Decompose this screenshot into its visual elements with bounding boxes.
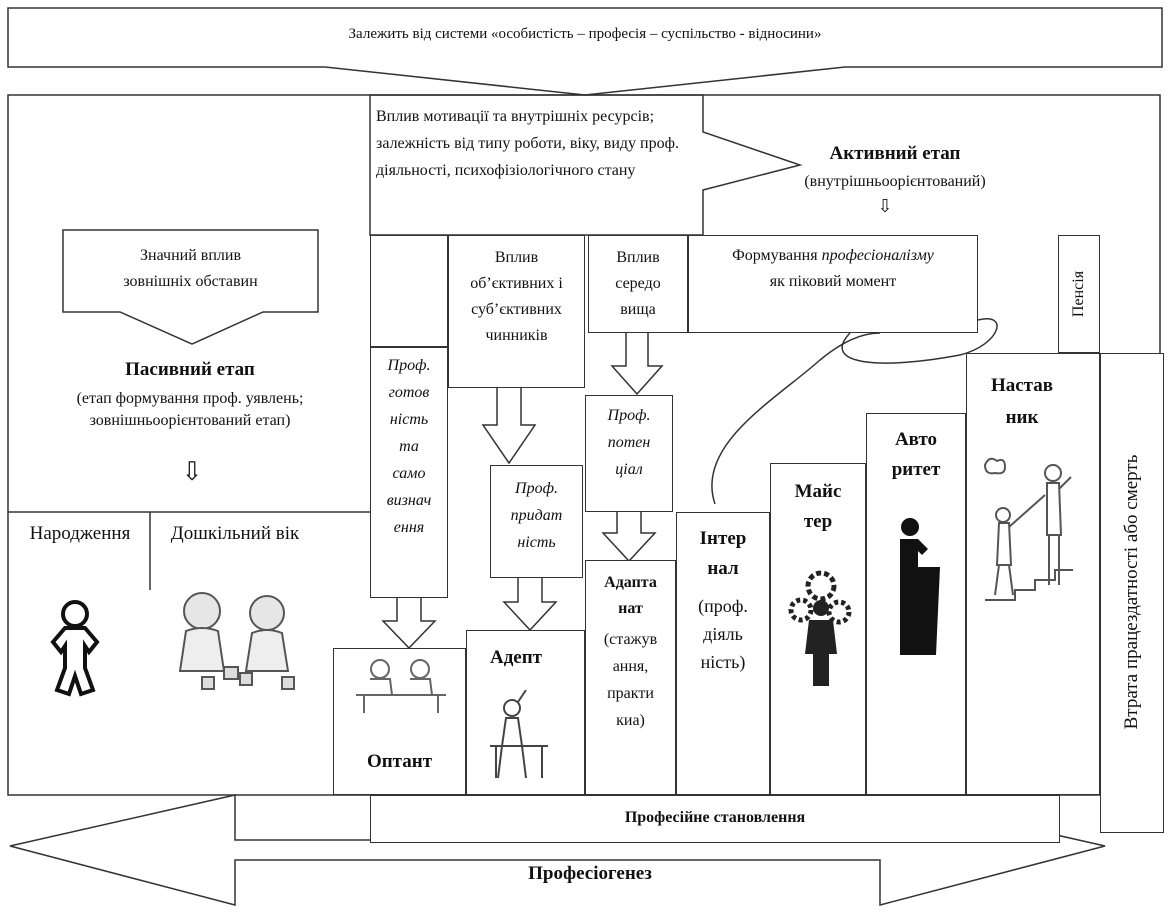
potential-text: Проф. потен ціал (607, 407, 651, 478)
curve-to-mentor (841, 318, 998, 364)
motivation-text: Вплив мотивації та внутрішніх ресурсів; … (376, 108, 679, 179)
environment-influence-text: Вплив середо вища (615, 249, 661, 318)
baby-icon (50, 600, 100, 697)
suitability-text: Проф. придат ність (510, 480, 563, 551)
arrow-potential-adaptant (601, 512, 657, 563)
student-raising-hand-icon (490, 690, 548, 779)
potential-box (585, 395, 673, 512)
master-label: Майс тер (794, 481, 842, 532)
professionalism-suffix: як піковий момент (769, 273, 897, 290)
mentor-label: Настав ник (990, 375, 1054, 428)
obj-subj-influence-text: Вплив об’єктивних і суб’єктивних чинникі… (470, 249, 563, 344)
mentor-stairs-icon (983, 457, 1073, 601)
loss-label: Втрата працездатності або смерть (1121, 454, 1142, 730)
adaptant-title: Адапта нат (604, 574, 657, 617)
school-desk-icon (356, 659, 446, 713)
genesis-double-arrow (9, 794, 1106, 906)
gear-worker-icon (788, 570, 852, 686)
obj-subj-influence-box (448, 235, 585, 388)
professionalism-prefix: Формування (732, 247, 822, 264)
environment-influence-box (588, 235, 688, 333)
suitability-box (490, 465, 583, 578)
arrow-objsubj-suitability (481, 388, 537, 465)
optant-label: Оптант (366, 751, 433, 772)
header-down-arrow (7, 7, 1163, 96)
children-playing-icon (178, 592, 295, 690)
mentor-box (966, 353, 1100, 795)
internal-note: (проф. діяль ність) (698, 596, 748, 672)
preschool-label: Дошкільний вік (170, 523, 300, 544)
arrow-readiness-optant (381, 598, 437, 650)
internal-title: Інтер нал (699, 528, 747, 579)
external-influence-arrow (62, 229, 319, 345)
header-text: Залежить від системи «особистість – проф… (348, 26, 822, 42)
active-stage-subtitle: (внутрішньоорієнтований) (804, 173, 986, 190)
arrow-suitability-adept (502, 578, 558, 632)
adept-label: Адепт (489, 647, 543, 668)
optant-box (333, 648, 466, 795)
passive-stage-subtitle: (етап формування проф. уявлень; зовнішнь… (76, 390, 304, 429)
readiness-box (370, 347, 448, 598)
arrow-environment-potential (610, 333, 664, 396)
internal-box (676, 512, 770, 795)
adaptant-note: (стажув ання, практи киа) (603, 631, 658, 729)
readiness-spacer-box (370, 235, 448, 347)
active-stage-title: Активний етап (829, 143, 961, 164)
external-influence-text: Значний вплив зовнішніх обставин (123, 247, 258, 290)
readiness-text: Проф. готов ність та само визнач ення (386, 357, 432, 536)
professionalism-italic: професіоналізму (821, 247, 934, 264)
professionalism-box (688, 235, 978, 333)
active-stage-down-arrow-icon: ⇩ (877, 196, 893, 216)
professionalism-text: Формування професіоналізму як піковий мо… (690, 243, 976, 295)
formation-label: Професійне становлення (624, 809, 806, 826)
passive-stage-title: Пасивний етап (125, 359, 255, 380)
passive-stage-down-arrow-icon: ⇩ (181, 457, 203, 486)
adaptant-box (585, 560, 676, 795)
curve-to-internal (711, 332, 881, 505)
pension-box (1058, 235, 1100, 353)
speaker-podium-icon (900, 518, 940, 655)
loss-box (1100, 353, 1164, 833)
pension-label: Пенсія (1070, 270, 1087, 318)
authority-label: Авто ритет (891, 429, 941, 480)
birth-label: Народження (29, 523, 131, 544)
genesis-label: Професіогенез (528, 863, 652, 884)
formation-box (370, 795, 1060, 843)
